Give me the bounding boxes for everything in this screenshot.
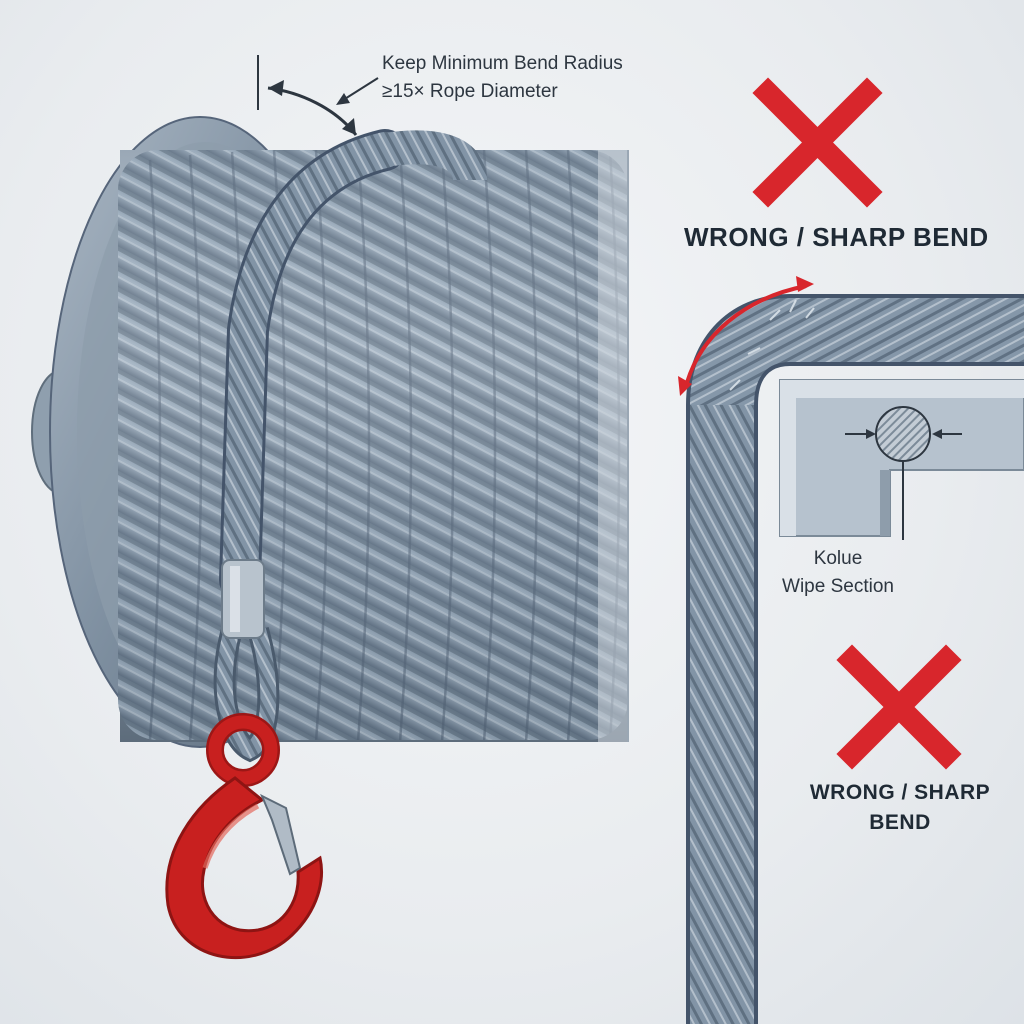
section-note: Kolue Wipe Section (782, 545, 894, 601)
warning-label-bottom-line2: BEND (869, 811, 931, 834)
warning-label-bottom-line1: WRONG / SHARP (809, 781, 991, 804)
wrong-x-icon (752, 77, 883, 208)
bend-radius-note-line2: ≥15× Rope Diameter (382, 81, 558, 102)
section-note-line2: Wipe Section (782, 576, 894, 597)
cable-spool (31, 116, 629, 748)
bend-radius-note: Keep Minimum Bend Radius ≥15× Rope Diame… (382, 50, 623, 106)
bent-rope (686, 294, 1024, 1024)
warning-label-top: WRONG / SHARP BEND (684, 222, 989, 252)
warning-label-bottom: WRONG / SHARP BEND (800, 778, 1000, 838)
wrong-x-icon (836, 644, 962, 770)
section-note-line1: Kolue (813, 548, 863, 569)
hanging-rope (213, 129, 487, 763)
rope-ferrule (221, 559, 265, 639)
bend-radius-note-line1: Keep Minimum Bend Radius (382, 53, 623, 74)
rope-cross-section (845, 406, 962, 540)
bend-radius-dimension (257, 55, 379, 136)
coiled-rope (118, 150, 628, 740)
hook-icon (165, 713, 324, 959)
bend-arrow-icon (678, 276, 814, 396)
